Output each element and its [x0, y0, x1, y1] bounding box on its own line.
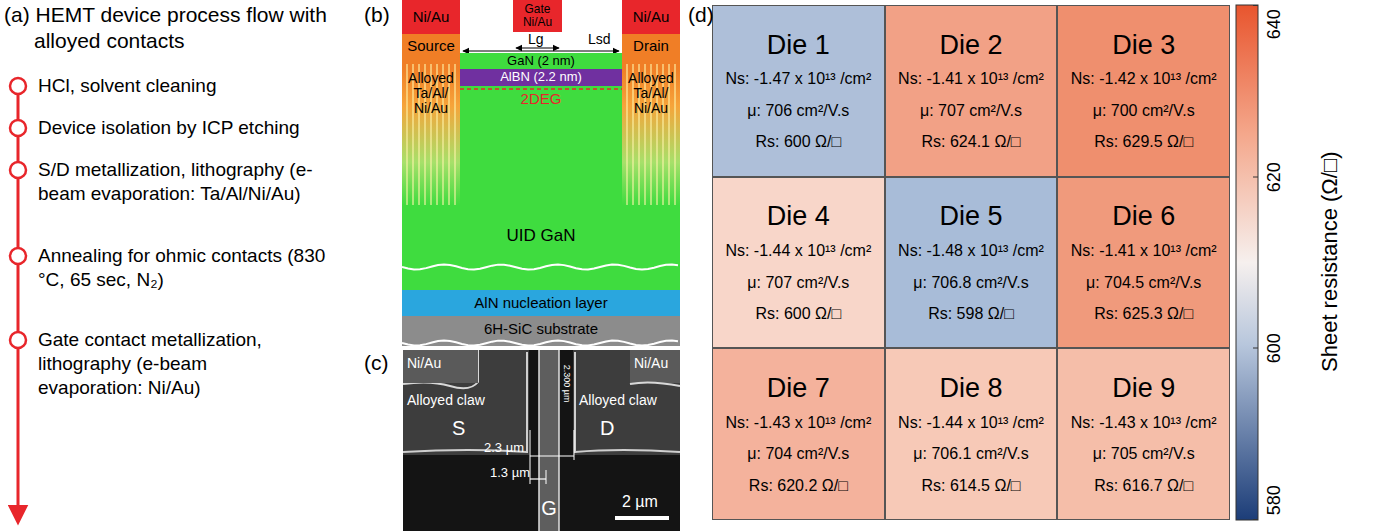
- figure-label: (b): [364, 2, 390, 28]
- die-cell: Die 8 Ns: -1.44 x 10¹³ /cm² μ: 706.1 cm²/V…: [885, 348, 1058, 520]
- die-cell: Die 3 Ns: -1.42 x 10¹³ /cm² μ: 700 cm²/V.s…: [1057, 5, 1230, 177]
- figure-label: 1.3 µm: [490, 465, 530, 481]
- layer-block: DrainAlloyed Ta/Al/ Ni/Au: [622, 34, 680, 205]
- die-value: Rs: 600 Ω/□: [756, 133, 842, 151]
- die-value: Ns: -1.44 x 10¹³ /cm²: [898, 414, 1044, 432]
- process-step: Device isolation by ICP etching: [38, 116, 378, 140]
- tick-label: 620: [1263, 162, 1286, 192]
- layer-label: Alloyed Ta/Al/ Ni/Au: [402, 71, 460, 117]
- figure-label: 2 µm: [622, 492, 658, 512]
- die-value: μ: 704.5 cm²/V.s: [1086, 274, 1201, 292]
- layer-block: 6H-SiC substrate: [402, 316, 680, 346]
- layer-block: GaN (2 nm): [460, 53, 622, 69]
- layer-block: Ni/Au: [622, 0, 680, 34]
- figure-label: 2.300 µm: [561, 365, 572, 403]
- figure-label: D: [600, 416, 614, 441]
- die-cell: Die 5 Ns: -1.48 x 10¹³ /cm² μ: 706.8 cm²/V…: [885, 177, 1058, 349]
- die-title: Die 2: [939, 31, 1002, 61]
- layer-label: UID GaN: [507, 227, 576, 246]
- flow-line: [10, 78, 26, 515]
- die-value: μ: 707 cm²/V.s: [920, 102, 1022, 120]
- die-value: μ: 706 cm²/V.s: [747, 102, 849, 120]
- layer-block: AlN nucleation layer: [402, 290, 680, 316]
- figure-label: 2DEG: [521, 90, 562, 109]
- die-value: Ns: -1.43 x 10¹³ /cm²: [1071, 414, 1217, 432]
- die-value: μ: 700 cm²/V.s: [1093, 102, 1195, 120]
- die-value: μ: 707 cm²/V.s: [747, 274, 849, 292]
- die-title: Die 1: [767, 31, 830, 61]
- die-value: Rs: 616.7 Ω/□: [1094, 477, 1193, 495]
- die-value: Ns: -1.41 x 10¹³ /cm²: [1071, 242, 1217, 260]
- die-value: Ns: -1.44 x 10¹³ /cm²: [725, 242, 871, 260]
- die-value: Ns: -1.41 x 10¹³ /cm²: [898, 70, 1044, 88]
- tick-label: 640: [1263, 9, 1286, 39]
- die-cell: Die 4 Ns: -1.44 x 10¹³ /cm² μ: 707 cm²/V.s…: [712, 177, 885, 349]
- process-step: S/D metallization, lithography (e-beam e…: [38, 158, 333, 206]
- figure-label: S: [452, 416, 465, 441]
- figure-label: (d): [688, 2, 714, 28]
- die-title: Die 3: [1112, 31, 1175, 61]
- colorbar: [1236, 5, 1258, 520]
- die-cell: Die 6 Ns: -1.41 x 10¹³ /cm² μ: 704.5 cm²/V…: [1057, 177, 1230, 349]
- die-value: μ: 706.8 cm²/V.s: [913, 274, 1028, 292]
- die-value: Ns: -1.48 x 10¹³ /cm²: [898, 242, 1044, 260]
- die-title: Die 5: [939, 202, 1002, 232]
- die-value: Rs: 625.3 Ω/□: [1094, 305, 1193, 323]
- figure-label: Ni/Au: [407, 355, 441, 373]
- die-title: Die 9: [1112, 374, 1175, 404]
- die-value: μ: 706.1 cm²/V.s: [913, 445, 1028, 463]
- die-cell: Die 9 Ns: -1.43 x 10¹³ /cm² μ: 705 cm²/V.s…: [1057, 348, 1230, 520]
- figure-label: Lg: [528, 31, 544, 49]
- process-step: HCl, solvent cleaning: [38, 74, 378, 98]
- layer-label: Source: [407, 38, 455, 55]
- layer-label: Drain: [633, 38, 669, 55]
- layer-block: SourceAlloyed Ta/Al/ Ni/Au: [402, 34, 460, 205]
- die-value: Rs: 620.2 Ω/□: [749, 477, 848, 495]
- figure-label: Ni/Au: [634, 355, 668, 373]
- die-title: Die 4: [767, 202, 830, 232]
- die-cell: Die 7 Ns: -1.43 x 10¹³ /cm² μ: 704 cm²/V.s…: [712, 348, 885, 520]
- figure-label: Lsd: [588, 31, 611, 49]
- layer-label: AlBN (2.2 nm): [500, 70, 582, 84]
- die-title: Die 7: [767, 374, 830, 404]
- die-cell: Die 1 Ns: -1.47 x 10¹³ /cm² μ: 706 cm²/V.s…: [712, 5, 885, 177]
- die-value: μ: 705 cm²/V.s: [1093, 445, 1195, 463]
- process-step: (a) HEMT device process flow with alloye…: [4, 2, 369, 55]
- tick-label: 580: [1263, 485, 1286, 515]
- layer-label: 6H-SiC substrate: [484, 321, 598, 338]
- tick-label: 600: [1263, 333, 1286, 363]
- die-value: Rs: 629.5 Ω/□: [1094, 133, 1193, 151]
- cross-section: [445, 48, 625, 178]
- die-value: Ns: -1.43 x 10¹³ /cm²: [725, 414, 871, 432]
- die-title: Die 8: [939, 374, 1002, 404]
- die-value: Rs: 624.1 Ω/□: [921, 133, 1020, 151]
- die-title: Die 6: [1112, 202, 1175, 232]
- die-value: Rs: 614.5 Ω/□: [921, 477, 1020, 495]
- die-cell: Die 2 Ns: -1.41 x 10¹³ /cm² μ: 707 cm²/V.s…: [885, 5, 1058, 177]
- figure-label: Alloyed claw: [579, 392, 657, 410]
- layer-label: Ni/Au: [633, 9, 670, 26]
- layer-label: Alloyed Ta/Al/ Ni/Au: [622, 71, 680, 117]
- die-value: Rs: 600 Ω/□: [756, 305, 842, 323]
- die-value: Rs: 598 Ω/□: [928, 305, 1014, 323]
- figure-label: (c): [364, 350, 389, 376]
- die-value: μ: 704 cm²/V.s: [747, 445, 849, 463]
- layer-label: GaN (2 nm): [507, 54, 575, 68]
- layer-label: AlN nucleation layer: [474, 295, 607, 312]
- sem-image: [403, 350, 680, 531]
- die-value: Ns: -1.47 x 10¹³ /cm²: [725, 70, 871, 88]
- layer-block: AlBN (2.2 nm): [460, 69, 622, 86]
- figure-label: Sheet resistance (Ω/□): [1316, 152, 1344, 372]
- figure-label: 2.3 µm: [484, 440, 524, 456]
- figure-label: Alloyed claw: [407, 392, 485, 410]
- layer-label: Ni/Au: [413, 9, 450, 26]
- process-step: Gate contact metallization, lithography …: [38, 328, 308, 399]
- layer-label: Gate Ni/Au: [513, 3, 562, 29]
- die-value: Ns: -1.42 x 10¹³ /cm²: [1071, 70, 1217, 88]
- layer-block: Ni/Au: [402, 0, 460, 34]
- process-step: Annealing for ohmic contacts (830 °C, 65…: [38, 244, 333, 292]
- figure-label: G: [541, 496, 557, 521]
- layer-block: Gate Ni/Au: [513, 0, 562, 32]
